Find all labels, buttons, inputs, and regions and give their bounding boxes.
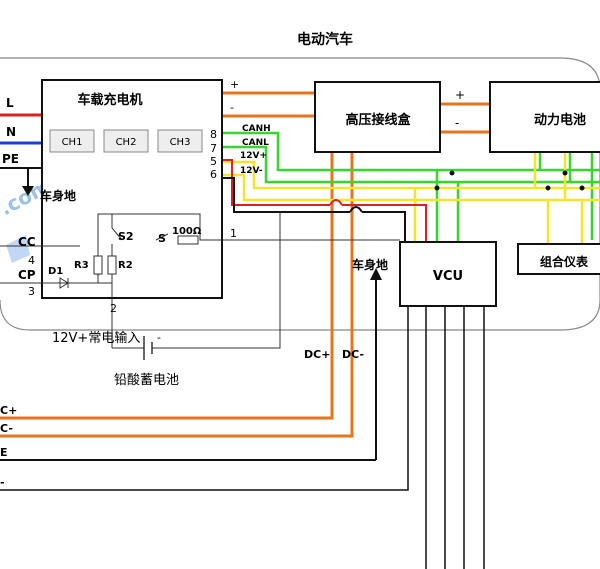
label-dc-plus: DC+	[304, 348, 330, 361]
wire-battery-minus	[152, 212, 281, 349]
label-r2: R2	[118, 260, 133, 271]
wire-black-12v	[222, 177, 350, 213]
label-battery-minus: -	[157, 331, 161, 344]
resistor-r2-body	[107, 255, 117, 275]
switch-s	[155, 233, 169, 241]
pin-plus: +	[230, 78, 239, 91]
channel-ch3	[157, 129, 203, 153]
wire-black-12v-vcu	[362, 211, 406, 242]
wire-red-12v-hop	[329, 199, 343, 206]
instrument-cluster-block	[517, 243, 600, 275]
label-hv-minus: -	[455, 116, 459, 130]
signal-12v-plus: 12V+	[240, 151, 267, 161]
charger-channels: CH1 CH2 CH3	[49, 129, 203, 153]
label-100ohm: 100Ω	[172, 226, 202, 237]
channel-ch3-label: CH3	[170, 137, 191, 148]
channel-ch1	[49, 129, 95, 153]
signal-canl: CANL	[242, 138, 269, 148]
resistor-r3-body	[93, 255, 103, 275]
wire-vcu-out-1	[0, 306, 409, 491]
power-battery-label: 动力电池	[534, 112, 586, 128]
pin-8: 8	[210, 128, 217, 141]
label-chassis-ground-1: 车身地	[40, 188, 76, 203]
resistor-100-body	[177, 235, 199, 245]
pin-7: 7	[210, 142, 217, 155]
channel-ch1-label: CH1	[62, 137, 83, 148]
ground-arrow-2	[370, 268, 382, 280]
label-s2: S2	[118, 230, 134, 243]
watermark-mark	[6, 235, 30, 263]
junction-dot	[579, 185, 585, 191]
pin-2: 2	[110, 302, 117, 315]
wire-dc-plus-external	[0, 152, 334, 420]
signal-canh: CANH	[242, 124, 271, 134]
ground-arrow-1	[22, 186, 34, 196]
junction-dot	[449, 170, 455, 176]
pin-5: 5	[210, 155, 217, 168]
label-constant-12v: 12V+常电输入	[52, 330, 140, 346]
label-cc-pin: 4	[28, 254, 35, 267]
hv-junction-box	[314, 81, 441, 153]
signal-12v-minus: 12V-	[240, 166, 263, 176]
wire-red-12v-vcu	[342, 204, 427, 242]
vehicle-outline	[0, 57, 600, 331]
edge-label-dc-plus: C+	[0, 404, 17, 417]
edge-label-dc-minus: C-	[0, 422, 13, 435]
wire-dc-minus-external	[0, 152, 354, 438]
label-n: N	[6, 125, 16, 139]
wire-12v-plus	[222, 160, 600, 190]
onboard-charger-label: 车载充电机	[77, 92, 142, 108]
label-chassis-ground-2: 车身地	[352, 257, 388, 272]
wire-black-12v-hop	[349, 206, 363, 213]
junction-dot	[434, 185, 440, 191]
channel-ch2-label: CH2	[116, 137, 137, 148]
pin-minus: -	[230, 101, 234, 114]
wire-canh	[222, 131, 600, 172]
label-dc-minus: DC-	[342, 348, 364, 361]
label-l: L	[6, 96, 14, 110]
junction-dot	[545, 185, 551, 191]
label-hv-plus: +	[455, 88, 465, 102]
label-r3: R3	[74, 260, 89, 271]
channel-ch2	[103, 129, 149, 153]
label-cp-pin: 3	[28, 285, 35, 298]
internal-circuit	[80, 213, 222, 284]
wire-red-12v	[222, 159, 330, 206]
pin-1: 1	[230, 227, 237, 240]
edge-label-minus: -	[0, 476, 5, 489]
label-d1: D1	[48, 266, 63, 277]
vcu-label: VCU	[433, 269, 463, 284]
label-cp: CP	[18, 268, 36, 282]
hv-junction-box-label: 高压接线盒	[345, 112, 411, 128]
label-cc: CC	[18, 235, 36, 249]
diode-d1	[59, 277, 69, 289]
switch-s2	[111, 214, 123, 241]
junction-dot	[562, 170, 568, 176]
vcu-block	[399, 241, 497, 307]
power-battery-block	[489, 81, 600, 153]
diagram-title: 电动汽车	[297, 31, 353, 48]
label-lead-acid-battery: 铅酸蓄电池	[114, 373, 179, 388]
edge-label-e: E	[0, 446, 8, 459]
wire-canl	[222, 145, 600, 184]
label-s: S	[158, 232, 166, 245]
label-pe: PE	[2, 152, 19, 166]
onboard-charger-block	[41, 79, 223, 299]
pin-6: 6	[210, 168, 217, 181]
instrument-cluster-label: 组合仪表	[540, 254, 589, 269]
